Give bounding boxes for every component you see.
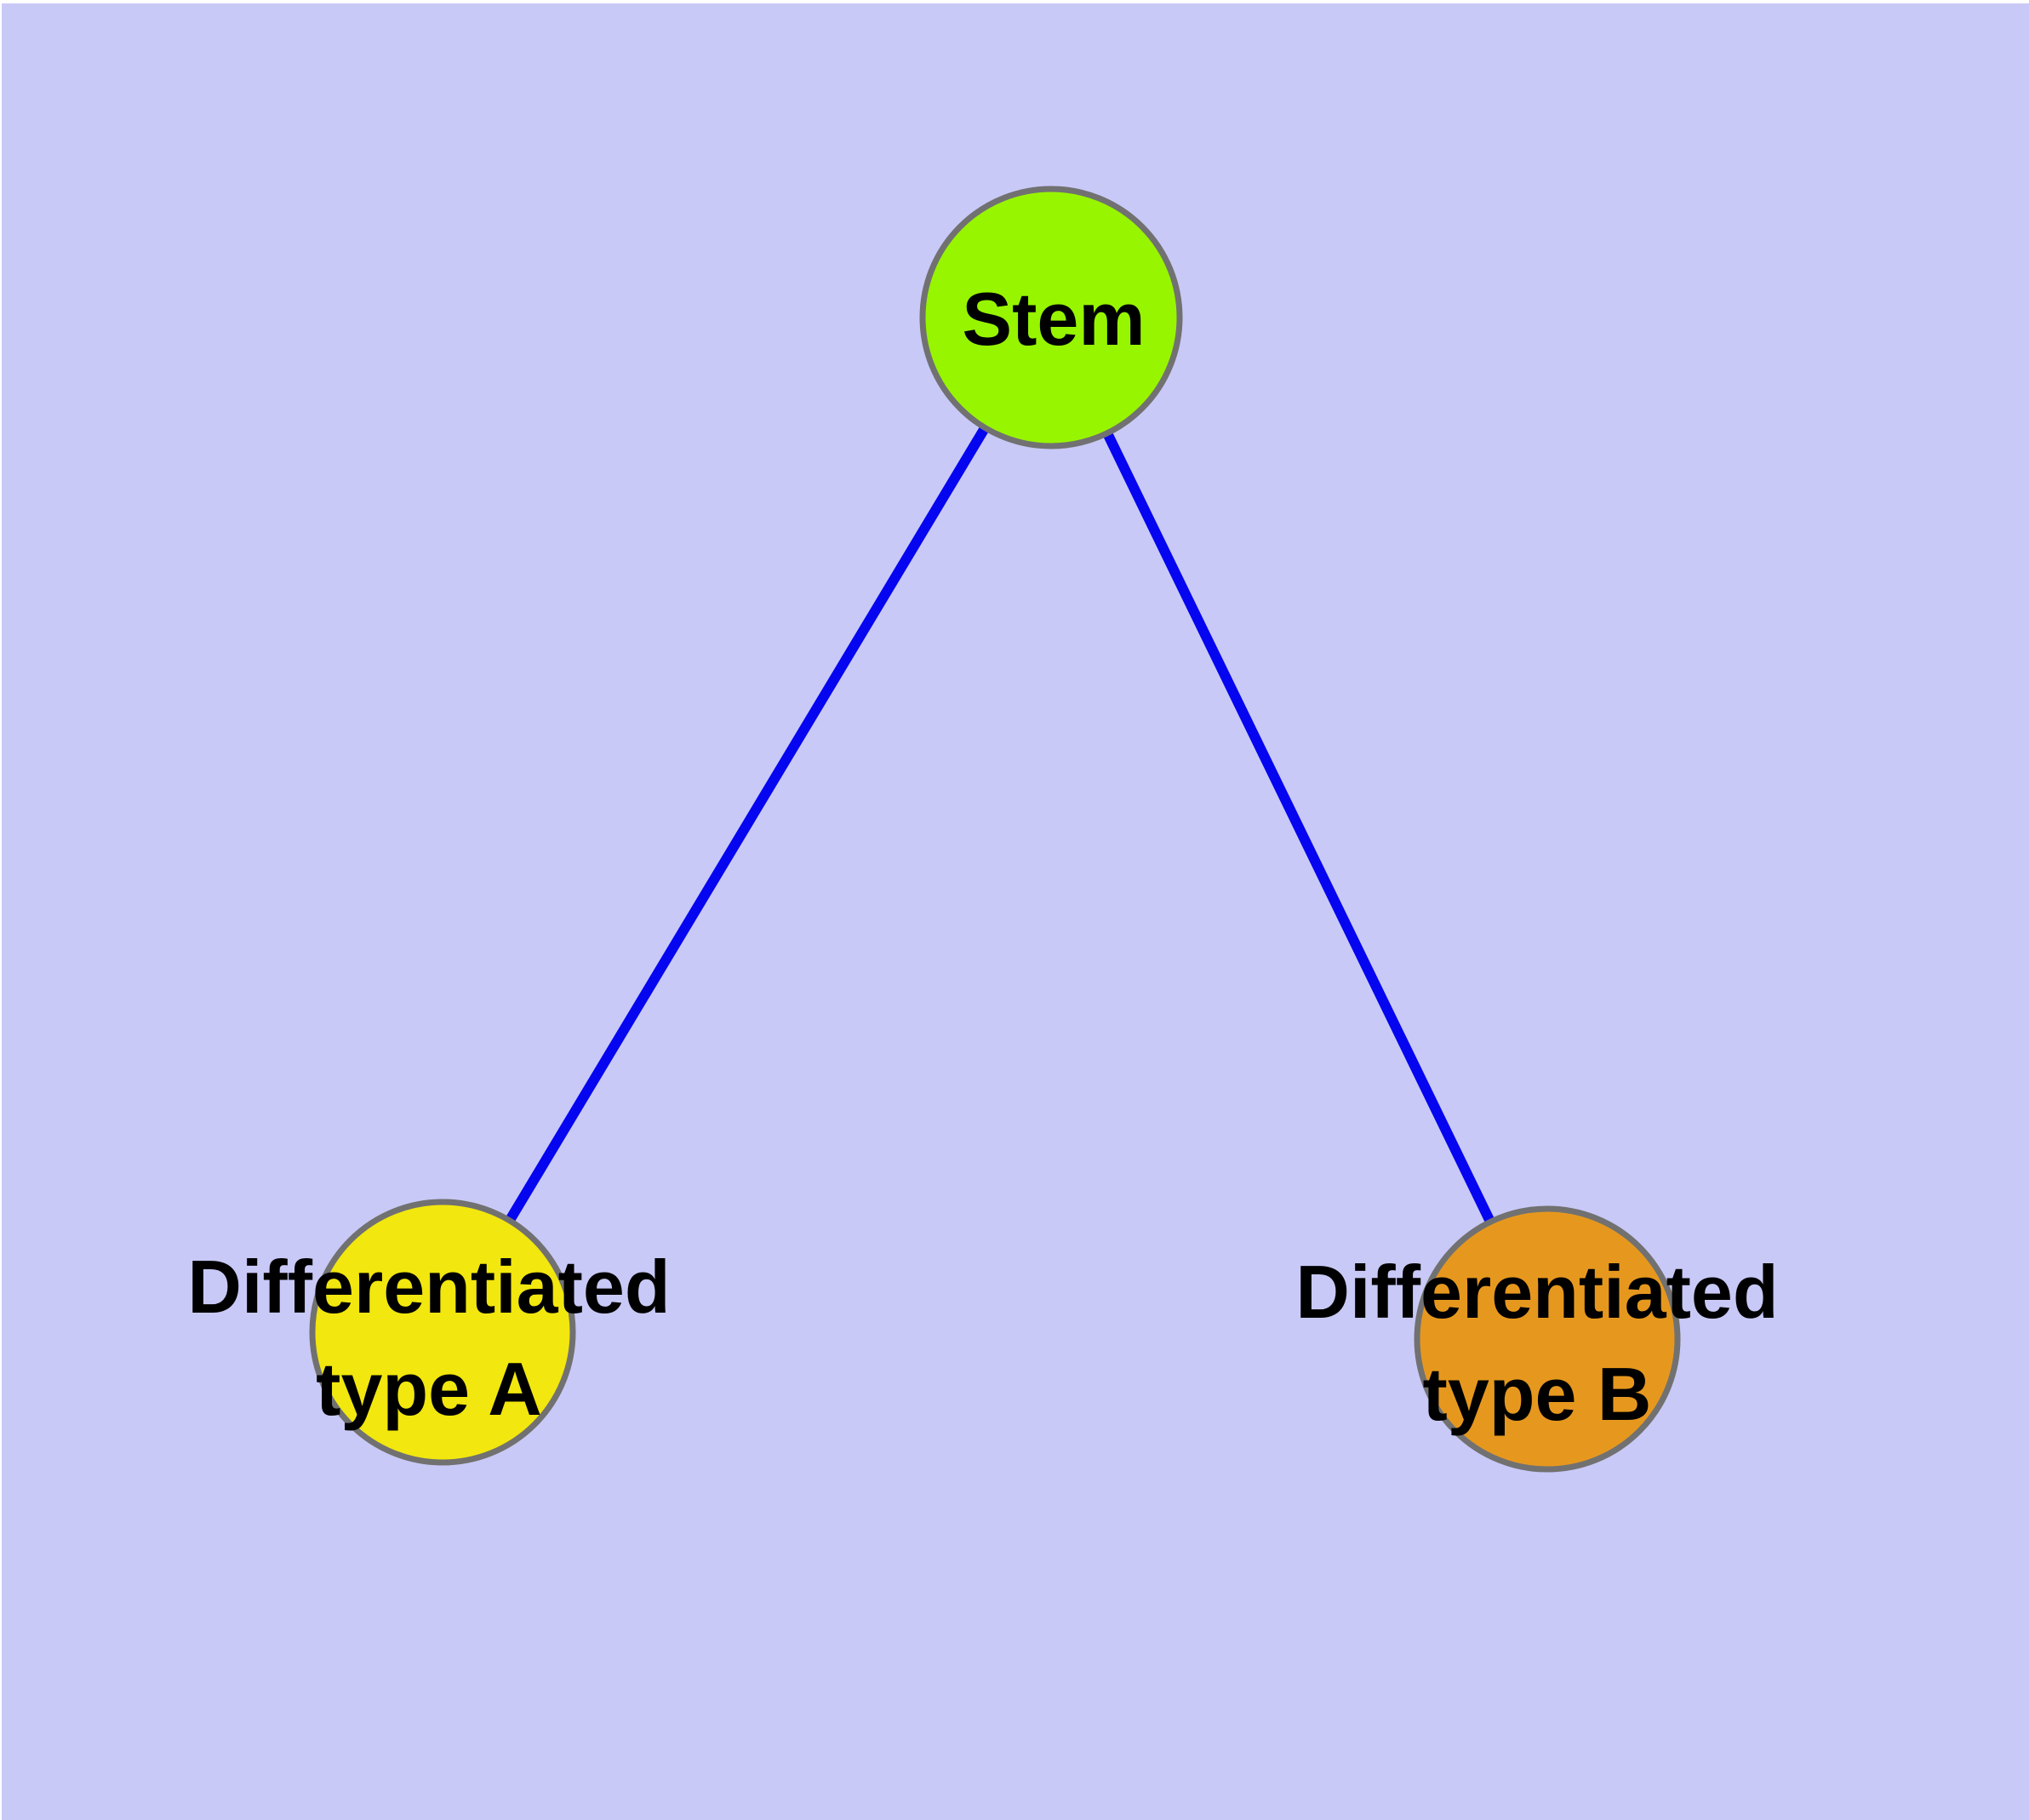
node-type-b-label-line2: type B — [1422, 1352, 1652, 1436]
node-stem-label-line1: Stem — [962, 277, 1146, 361]
node-type-b-label-line1: Differentiated — [1295, 1250, 1779, 1334]
node-type-b-circle — [1414, 1205, 1681, 1473]
node-type-a-label-line1: Differentiated — [187, 1245, 671, 1329]
node-stem-label: Stem — [962, 268, 1145, 370]
node-type-a-circle — [309, 1199, 576, 1466]
edge-stem-to-type-a — [437, 314, 1056, 1336]
node-type-a-label-line2: type A — [316, 1347, 542, 1431]
node-stem-circle — [919, 186, 1183, 449]
edge-stem-to-type-b — [1046, 315, 1552, 1342]
node-type-b-label: Differentiated type B — [1295, 1241, 1778, 1445]
node-type-a-label: Differentiated type A — [187, 1236, 670, 1440]
